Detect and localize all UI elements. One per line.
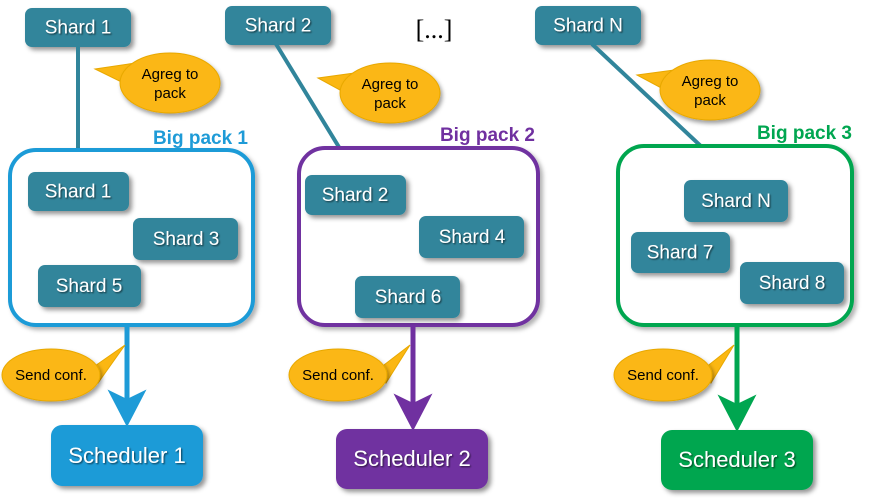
agreg-callout-3-bubble xyxy=(659,59,761,121)
ellipsis-label: [...] xyxy=(416,15,453,44)
source-shard-n[interactable]: Shard N xyxy=(535,6,641,45)
pack2-shard-6[interactable]: Shard 6 xyxy=(355,276,460,318)
pack1-shard-5-box[interactable] xyxy=(38,265,141,307)
agreg-callout-1: Agreg to pack xyxy=(93,52,221,114)
big-pack-1[interactable]: Shard 1 Shard 3 Shard 5 xyxy=(8,148,255,327)
pack2-shard-4-label: Shard 4 xyxy=(439,227,506,248)
pack2-shard-2-label: Shard 2 xyxy=(322,185,389,206)
scheduler-1-label: Scheduler 1 xyxy=(68,443,185,468)
pack2-shard-2-box[interactable] xyxy=(305,175,406,215)
agreg-callout-1-line1: Agreg to xyxy=(142,66,199,83)
scheduler-1[interactable]: Scheduler 1 xyxy=(51,425,203,486)
send-conf-callout-3: Send conf. xyxy=(613,344,735,402)
source-shard-2-label: Shard 2 xyxy=(245,16,312,37)
pack3-shard-n[interactable]: Shard N xyxy=(684,180,788,222)
agreg-callout-3-line2: pack xyxy=(694,92,726,109)
send-conf-callout-1-bubble xyxy=(1,348,101,402)
pack3-shard-8[interactable]: Shard 8 xyxy=(740,262,844,304)
pack2-shard-2[interactable]: Shard 2 xyxy=(305,175,406,215)
pack1-shard-5-label: Shard 5 xyxy=(56,276,123,297)
source-shard-2[interactable]: Shard 2 xyxy=(225,6,331,45)
agreg-callout-2: Agreg to pack xyxy=(316,62,441,124)
pack1-shard-3-label: Shard 3 xyxy=(153,229,220,250)
send-conf-callout-1-label: Send conf. xyxy=(15,367,87,384)
send-conf-callout-3-bubble xyxy=(613,348,713,402)
pack-2-label: Big pack 2 xyxy=(440,125,535,146)
agreg-callout-1-bubble xyxy=(119,52,221,114)
send-conf-callout-3-label: Send conf. xyxy=(627,367,699,384)
pack2-shard-6-box[interactable] xyxy=(355,276,460,318)
pack2-shard-6-label: Shard 6 xyxy=(375,287,442,308)
source-shard-n-box[interactable] xyxy=(535,6,641,45)
pack1-shard-1[interactable]: Shard 1 xyxy=(28,172,129,211)
pack1-shard-3[interactable]: Shard 3 xyxy=(133,218,238,260)
pack2-shard-4[interactable]: Shard 4 xyxy=(419,216,524,258)
agreg-callout-2-line1: Agreg to xyxy=(362,76,419,93)
scheduler-2-label: Scheduler 2 xyxy=(353,446,470,471)
pack1-shard-5[interactable]: Shard 5 xyxy=(38,265,141,307)
source-shard-1[interactable]: Shard 1 xyxy=(25,8,131,47)
agreg-callout-3: Agreg to pack xyxy=(635,59,761,121)
source-shard-2-box[interactable] xyxy=(225,6,331,45)
big-pack-2[interactable]: Shard 2 Shard 4 Shard 6 xyxy=(297,146,540,327)
source-shard-1-box[interactable] xyxy=(25,8,131,47)
scheduler-3-box[interactable] xyxy=(661,430,813,490)
scheduler-3[interactable]: Scheduler 3 xyxy=(661,430,813,490)
send-conf-callout-2-bubble xyxy=(288,348,388,402)
pack1-shard-1-box[interactable] xyxy=(28,172,129,211)
pack-3-label: Big pack 3 xyxy=(757,123,852,144)
pack3-shard-8-box[interactable] xyxy=(740,262,844,304)
agreg-callout-3-line1: Agreg to xyxy=(682,73,739,90)
pack2-shard-4-box[interactable] xyxy=(419,216,524,258)
pack3-shard-n-label: Shard N xyxy=(701,191,771,212)
send-conf-callout-1: Send conf. xyxy=(1,344,126,402)
scheduler-2-box[interactable] xyxy=(336,429,488,489)
send-conf-callout-2: Send conf. xyxy=(288,344,411,402)
source-shard-n-label: Shard N xyxy=(553,16,623,37)
scheduler-1-box[interactable] xyxy=(51,425,203,486)
pack1-shard-3-box[interactable] xyxy=(133,218,238,260)
scheduler-2[interactable]: Scheduler 2 xyxy=(336,429,488,489)
big-pack-3[interactable]: Shard N Shard 7 Shard 8 xyxy=(616,144,854,327)
pack1-shard-1-label: Shard 1 xyxy=(45,182,112,203)
send-conf-callout-2-label: Send conf. xyxy=(302,367,374,384)
agreg-callout-1-line2: pack xyxy=(154,85,186,102)
source-shard-1-label: Shard 1 xyxy=(45,18,112,39)
scheduler-3-label: Scheduler 3 xyxy=(678,447,795,472)
pack3-shard-n-box[interactable] xyxy=(684,180,788,222)
pack3-shard-8-label: Shard 8 xyxy=(759,273,826,294)
pack-1-label: Big pack 1 xyxy=(153,128,248,149)
pack3-shard-7-label: Shard 7 xyxy=(647,243,714,264)
agreg-callout-2-bubble xyxy=(339,62,441,124)
agreg-callout-2-line2: pack xyxy=(374,95,406,112)
pack3-shard-7-box[interactable] xyxy=(631,232,730,273)
pack3-shard-7[interactable]: Shard 7 xyxy=(631,232,730,273)
